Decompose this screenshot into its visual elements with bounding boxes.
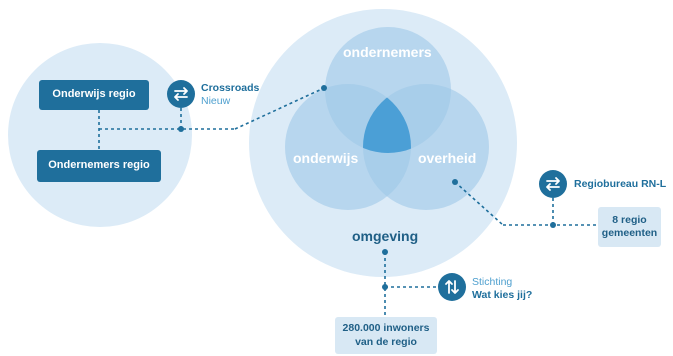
onderwijs-regio-box: Onderwijs regio (39, 80, 149, 110)
onderwijs-regio-label: Onderwijs regio (52, 88, 136, 101)
venn-diagram (285, 27, 489, 210)
crossroads-swap-icon (167, 80, 195, 108)
onderwijs-circle-label: onderwijs (293, 150, 359, 166)
regiobureau-name: Regiobureau RN-L (574, 178, 667, 190)
gemeenten-line1: 8 regio (612, 213, 647, 226)
crossroads-sub: Nieuw (201, 94, 231, 107)
gemeenten-line2: gemeenten (601, 227, 658, 239)
ondernemers-regio-box: Ondernemers regio (37, 150, 161, 182)
stichting-name: Wat kies jij? (472, 288, 533, 301)
stichting-label: Stichting Wat kies jij? (472, 276, 532, 301)
inwoners-line2: van de regio (355, 335, 417, 348)
omgeving-circle-label: omgeving (352, 228, 419, 244)
ondernemers-circle-label: ondernemers (343, 44, 432, 60)
ondernemers-regio-label: Ondernemers regio (48, 159, 150, 172)
connector-dots (178, 85, 556, 290)
crossroads-label: Crossroads Nieuw (201, 82, 259, 107)
inwoners-box: 280.000 inwoners van de regio (335, 317, 437, 354)
connector-dot (382, 249, 388, 255)
venn-center-intersection (363, 84, 411, 153)
connector-left-to-venn (234, 87, 325, 130)
connector-dot (452, 179, 458, 185)
gemeenten-box: 8 regio gemeenten (598, 207, 661, 247)
crossroads-name: Crossroads (201, 82, 260, 94)
regiobureau-swap-icon (539, 170, 567, 198)
connector-dot (382, 284, 388, 290)
education-business-circle (8, 43, 192, 227)
stichting-label-text: Stichting (472, 276, 513, 288)
connector-dot (178, 126, 184, 132)
stichting-swap-icon (438, 273, 466, 301)
inwoners-line1: 280.000 inwoners (342, 322, 430, 335)
connector-dot (321, 85, 327, 91)
connector-overheid-diagonal (454, 181, 504, 226)
regiobureau-label: Regiobureau RN-L (574, 178, 666, 191)
connector-dot (550, 222, 556, 228)
overheid-circle-label: overheid (418, 150, 477, 166)
